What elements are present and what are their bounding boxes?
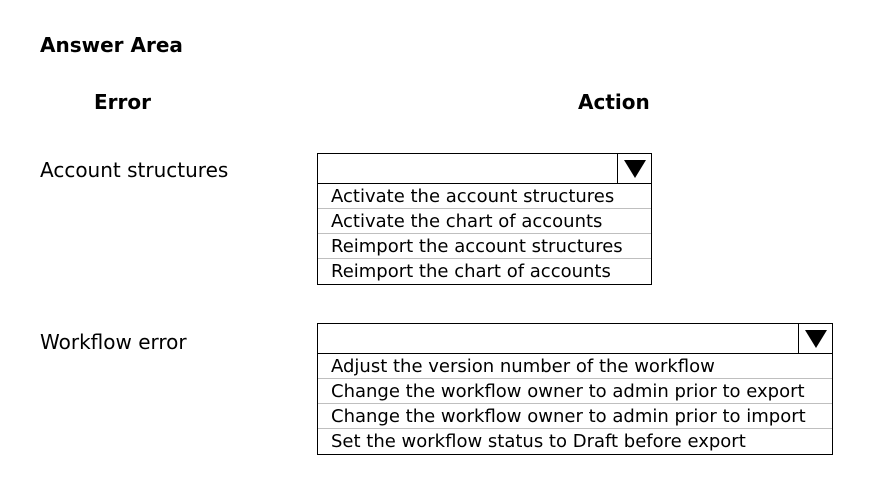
dropdown-option[interactable]: Change the workflow owner to admin prior… xyxy=(318,379,832,404)
action-column-header: Action xyxy=(578,90,650,114)
row-label-account-structures: Account structures xyxy=(40,158,229,182)
workflow-error-dropdown[interactable]: Adjust the version number of the workflo… xyxy=(317,323,833,455)
row-label-workflow-error: Workflow error xyxy=(40,330,187,354)
dropdown-option[interactable]: Activate the chart of accounts xyxy=(318,209,651,234)
answer-area-title: Answer Area xyxy=(40,33,183,57)
dropdown-selected-value[interactable] xyxy=(318,154,651,184)
dropdown-option[interactable]: Reimport the chart of accounts xyxy=(331,261,611,282)
dropdown-option[interactable]: Change the workflow owner to admin prior… xyxy=(318,404,832,429)
dropdown-options-list: Activate the account structures Activate… xyxy=(318,184,651,284)
dropdown-options-list: Adjust the version number of the workflo… xyxy=(318,354,832,454)
dropdown-selected-value[interactable] xyxy=(318,324,832,354)
error-column-header: Error xyxy=(94,90,151,114)
triangle-down-icon xyxy=(623,159,646,178)
dropdown-option[interactable]: Adjust the version number of the workflo… xyxy=(318,354,832,379)
dropdown-toggle-button[interactable] xyxy=(798,324,832,353)
dropdown-option[interactable]: Activate the account structures xyxy=(318,184,651,209)
dropdown-option[interactable]: Set the workflow status to Draft before … xyxy=(331,431,746,452)
dropdown-option[interactable]: Reimport the account structures xyxy=(318,234,651,259)
dropdown-toggle-button[interactable] xyxy=(617,154,651,183)
triangle-down-icon xyxy=(804,329,827,348)
account-structures-dropdown[interactable]: Activate the account structures Activate… xyxy=(317,153,652,285)
